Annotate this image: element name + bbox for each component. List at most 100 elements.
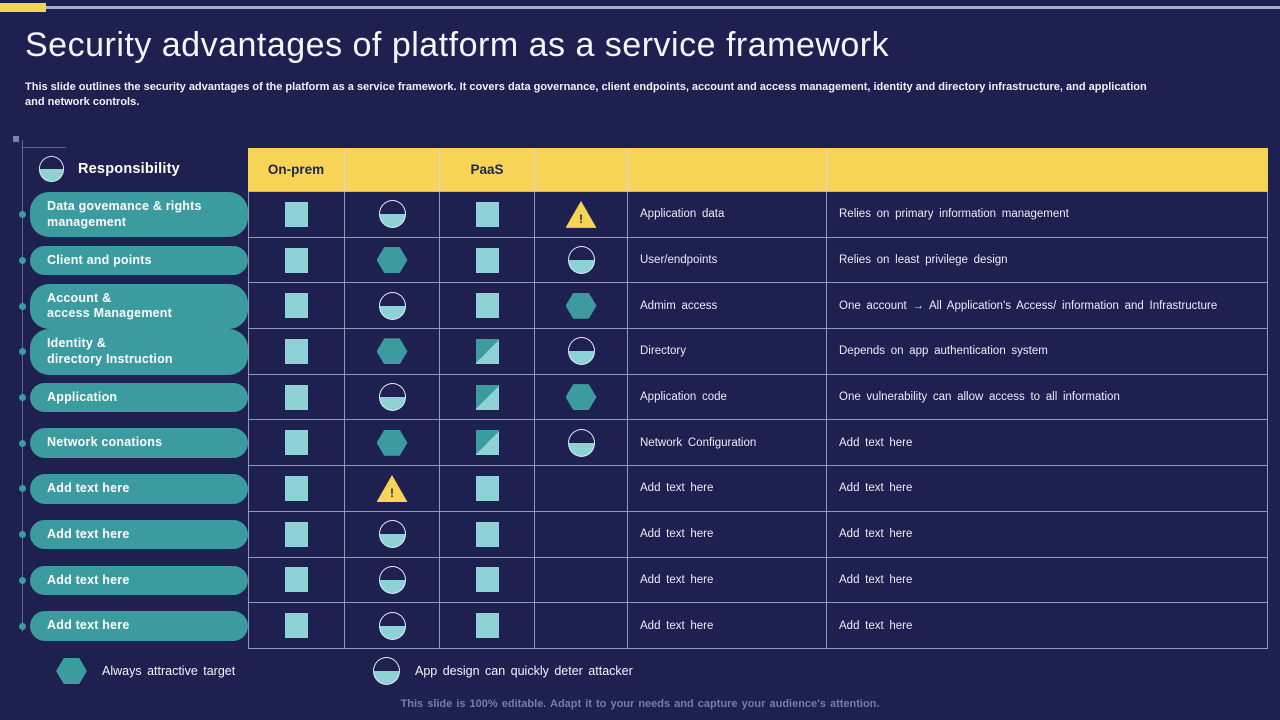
diagonal-square-icon (475, 338, 499, 364)
matrix-cell (248, 192, 345, 238)
warning-icon: ! (376, 474, 408, 502)
square-icon (475, 567, 499, 593)
half-circle-icon (378, 520, 406, 549)
matrix-cell (440, 557, 535, 604)
matrix-cell (535, 420, 628, 467)
matrix-cell (440, 374, 535, 421)
item-cell: Directory (628, 329, 827, 375)
connector-dot (19, 257, 26, 265)
hexagon-icon (376, 338, 408, 365)
half-circle-icon (378, 200, 406, 229)
matrix-cell: ! (345, 466, 440, 512)
matrix-cell (345, 283, 440, 330)
matrix-cell (535, 237, 628, 284)
square-icon (285, 613, 308, 639)
item-cell: Add text here (628, 603, 827, 649)
row-label-slot: Client and points (19, 238, 248, 284)
row-label-pill: Network conations (30, 428, 248, 459)
matrix-cell (535, 329, 628, 375)
row-label-pill: Identity &directory Instruction (30, 329, 248, 375)
note-cell: Add text here (827, 511, 1268, 558)
row-label-slot: Add text here (19, 512, 248, 558)
matrix-cell (248, 466, 345, 512)
matrix-cell (440, 603, 535, 649)
matrix-cell (535, 557, 628, 604)
half-circle-icon (567, 246, 595, 275)
square-icon (285, 384, 308, 410)
matrix-cell (440, 466, 535, 512)
matrix-cell (345, 374, 440, 421)
connector-dot (19, 439, 26, 447)
square-icon (475, 293, 499, 319)
matrix-cell (248, 283, 345, 330)
row-label-pill: Account &access Management (30, 283, 248, 329)
row-label-pill: Add text here (30, 565, 248, 596)
connector-dot (19, 302, 26, 310)
note-cell: One vulnerability can allow access to al… (827, 374, 1268, 421)
legend-item-deter: App design can quickly deter attacker (373, 657, 633, 685)
item-cell: Add text here (628, 511, 827, 558)
row-label-pill: Client and points (30, 245, 248, 276)
matrix-cell (248, 603, 345, 649)
square-icon (285, 567, 308, 593)
matrix-cell (345, 237, 440, 284)
square-icon (285, 338, 308, 364)
note-cell: Relies on least privilege design (827, 237, 1268, 284)
matrix-cell (345, 511, 440, 558)
matrix-cell (440, 283, 535, 330)
item-cell: User/endpoints (628, 237, 827, 284)
item-cell: Add text here (628, 466, 827, 512)
column-header-blank (827, 148, 1268, 192)
note-cell: One account → All Application's Access/ … (827, 283, 1268, 330)
diagonal-square-icon (475, 430, 499, 456)
matrix-cell: ! (535, 192, 628, 238)
row-label-slot: Account &access Management (19, 283, 248, 329)
note-cell: Add text here (827, 603, 1268, 649)
rail-vertical-line (22, 140, 23, 632)
matrix-cell (440, 511, 535, 558)
matrix-cell (535, 283, 628, 330)
row-label-slot: Add text here (19, 603, 248, 649)
column-header-blank (628, 148, 827, 192)
half-circle-icon (378, 291, 406, 320)
page-subtitle: This slide outlines the security advanta… (25, 81, 1147, 108)
square-icon (475, 521, 499, 547)
connector-dot (19, 394, 26, 402)
row-label-pill: Add text here (30, 611, 248, 641)
column-header-blank (345, 148, 440, 192)
hexagon-icon (565, 384, 597, 411)
hexagon-icon (56, 658, 87, 684)
note-cell: Add text here (827, 420, 1268, 467)
matrix-cell (440, 420, 535, 467)
connector-dot (19, 576, 26, 584)
corner-header-label: Responsibility (78, 161, 180, 177)
page-title: Security advantages of platform as a ser… (25, 26, 890, 64)
half-circle-icon (567, 428, 595, 457)
row-label-pill: Application (30, 382, 248, 413)
note-cell: Depends on app authentication system (827, 329, 1268, 375)
item-cell: Add text here (628, 557, 827, 604)
matrix-cell (248, 557, 345, 604)
square-icon (285, 521, 308, 547)
warning-icon: ! (565, 200, 597, 228)
connector-dot (19, 348, 26, 356)
top-accent-bar (0, 3, 46, 12)
square-icon (475, 475, 499, 501)
matrix-cell (535, 603, 628, 649)
square-icon (285, 475, 308, 501)
matrix-cell (440, 329, 535, 375)
top-divider-line (0, 6, 1280, 9)
note-cell: Relies on primary information management (827, 192, 1268, 238)
square-icon (285, 247, 308, 273)
square-icon (285, 293, 308, 319)
column-header-onprem: On-prem (248, 148, 345, 192)
hexagon-icon (565, 292, 597, 319)
matrix-cell (248, 329, 345, 375)
matrix-cell (248, 374, 345, 421)
square-icon (285, 430, 308, 456)
half-circle-icon (378, 611, 406, 640)
row-label-slot: Add text here (19, 466, 248, 512)
